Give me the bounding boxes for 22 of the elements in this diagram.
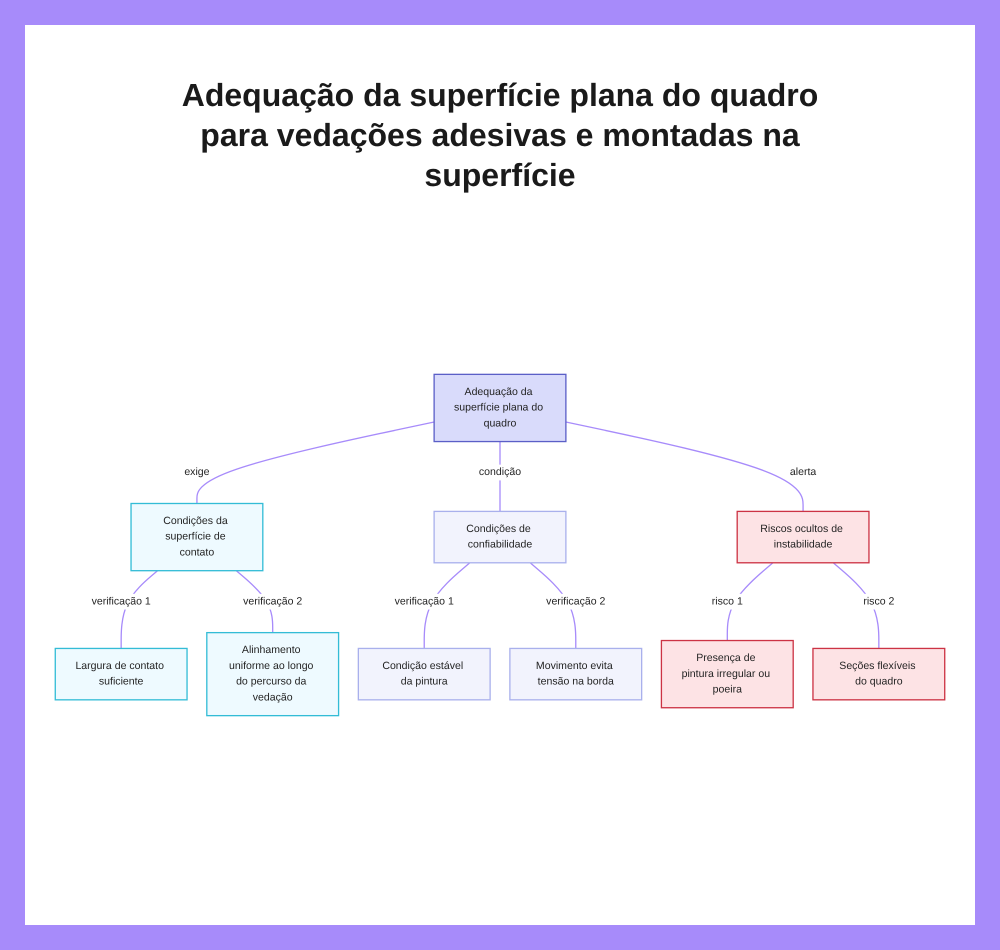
edge-label: condição [478, 466, 522, 478]
node-box: Seções flexíveis do quadro [812, 648, 946, 700]
node-box: Presença de pintura irregular ou poeira [660, 640, 794, 708]
node-box: Adequação da superfície plana do quadro [433, 374, 567, 442]
edge-label: verificação 1 [92, 596, 151, 607]
edge-label: exige [184, 466, 210, 478]
title: Adequação da superfície plana do quadro para vedações adesivas e montadas na superfície [180, 76, 820, 195]
edge-label: verificação 2 [243, 596, 302, 607]
edge-label: verificação 2 [546, 596, 606, 607]
edge-label: risco 1 [712, 596, 743, 607]
edge-label: alerta [790, 466, 816, 478]
edge-label: risco 2 [863, 596, 894, 607]
connector [196, 421, 434, 504]
connector [566, 421, 804, 512]
node-box: Riscos ocultos de instabilidade [736, 510, 870, 564]
node-box: Largura de contato suficiente [54, 648, 188, 700]
node-box: Condições da superfície de contato [130, 502, 264, 572]
edge-label: verificação 1 [394, 596, 454, 607]
node-box: Movimento evita tensão na borda [509, 648, 642, 700]
node-box: Condição estável da pintura [358, 648, 491, 700]
node-box: Alinhamento uniforme ao longo do percurso da vedação [206, 632, 340, 716]
node-box: Condições de confiabilidade [433, 510, 567, 564]
